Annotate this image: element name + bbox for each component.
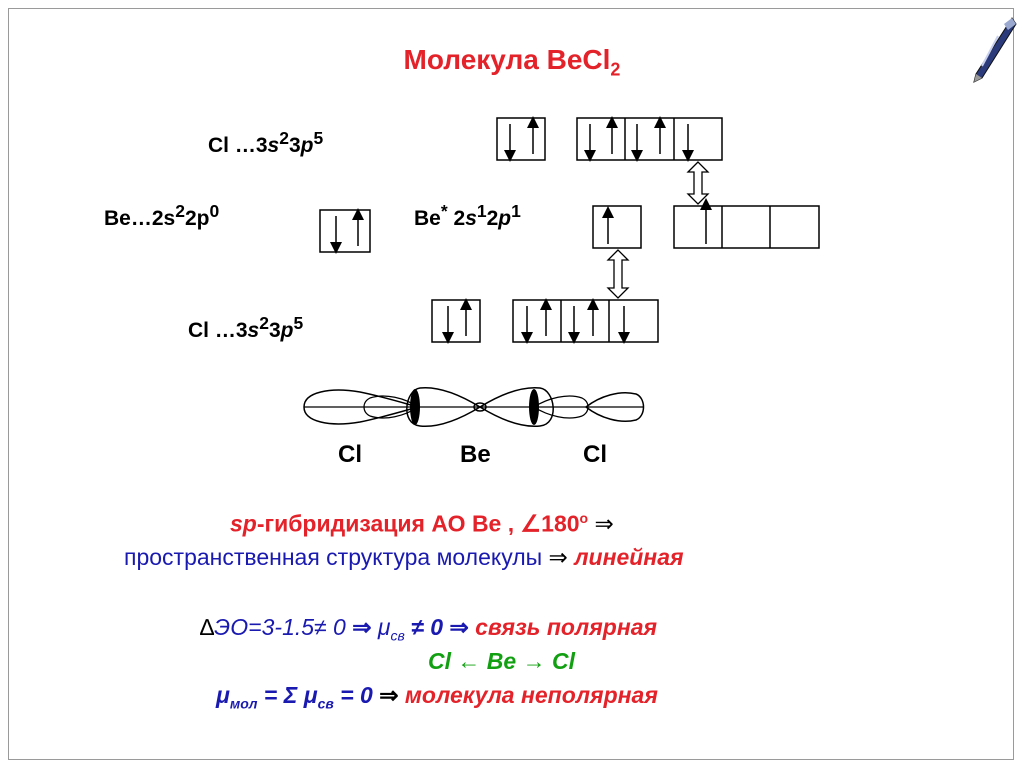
page-title: Молекула BeCl2 [403,44,621,80]
cl-top-p-orbital [576,116,723,162]
atom-label-cl-left: Cl [338,441,362,468]
be-config: Be…2s22p0 [104,201,220,230]
pen-icon [973,17,1017,83]
slide-frame [8,8,1014,760]
double-arrow-icon [686,161,710,205]
overlap-region-left [410,389,420,425]
hybridization-line: sp-гибридизация АО Be , ∠180o ⇒ [230,510,614,537]
atom-label-cl-right: Cl [583,441,607,468]
orbital-diagram [303,116,820,427]
bond-direction-line: Cl ← Be → Cl [428,648,575,674]
atom-label-be: Be [460,441,491,468]
cl-bottom-p-orbital [512,298,659,344]
orbital-overlap-drawing [303,387,645,427]
cl-top-config: Cl …3s23p5 [208,128,324,157]
cl-bottom-config: Cl …3s23p5 [188,313,304,342]
double-arrow-icon [606,249,630,299]
polarity-line: ∆ЭО=3-1.5≠ 0 ⇒ μсв ≠ 0 ⇒ связь полярная [200,614,658,644]
be-ground-s-orbital [319,208,371,254]
overlap-region-right [529,389,539,425]
be-excited-s-orbital [592,205,642,249]
total-dipole-line: μмол = Σ μсв = 0 ⇒ молекула неполярная [216,682,658,712]
be-excited-p-orbital [673,198,820,249]
be-excited-config: Be* 2s12p1 [414,201,521,230]
cl-bottom-s-orbital [431,298,481,344]
cl-top-s-orbital [496,116,546,162]
structure-line: пространственная структура молекулы ⇒ ли… [124,544,684,570]
